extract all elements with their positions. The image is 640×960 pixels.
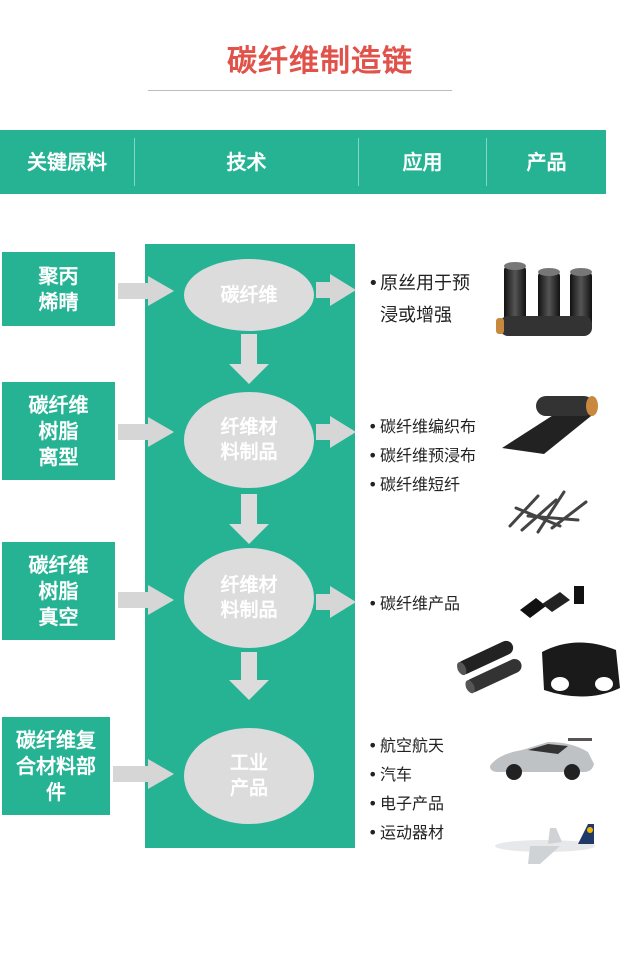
application-item: 电子产品 [380,794,445,813]
arrow-right-icon [113,759,174,789]
arrow-down-icon [229,652,269,700]
sports-car-image [490,738,594,780]
chopped-fiber-image [508,490,588,534]
application-item: 碳纤维编织布 [380,417,477,436]
tech-node: 纤维材 料制品 [184,548,314,648]
title-divider [148,90,452,91]
arrow-down-icon [229,494,269,544]
header-divider [486,138,487,186]
tech-node: 纤维材 料制品 [184,392,314,488]
application-item: 航空航天 [380,736,445,755]
arrow-right-icon [316,586,356,618]
application-item: 运动器材 [380,823,445,842]
application-list: •碳纤维编织布 •碳纤维预浸布 •碳纤维短纤 [368,412,476,499]
header-product: 产品 [526,150,567,174]
application-list: •碳纤维产品 [368,589,460,618]
application-item: 碳纤维预浸布 [380,446,477,465]
carbon-fabric-roll-image [502,396,598,454]
application-item: 浸或增强 [380,305,452,326]
car-hood-image [542,642,620,697]
carbon-tubes-image [457,640,522,694]
application-list: •原丝用于预 浸或增强 [368,268,470,332]
carbon-parts-image [520,586,584,618]
application-list: •航空航天 •汽车 •电子产品 •运动器材 [368,731,444,847]
arrow-right-icon [118,585,174,615]
page-title: 碳纤维制造链 [227,44,413,79]
tech-node: 碳纤维 [184,259,314,331]
application-item: 碳纤维产品 [380,594,461,613]
airplane-image [495,824,595,864]
material-box: 碳纤维 树脂 真空 [2,542,115,640]
application-item: 碳纤维短纤 [380,475,461,494]
arrow-right-icon [118,276,174,306]
arrow-right-icon [316,274,356,306]
arrow-right-icon [118,417,174,447]
header-divider [134,138,135,186]
header-technology: 技术 [226,150,267,174]
arrow-right-icon [316,416,356,448]
header-key-materials: 关键原料 [27,150,107,174]
material-box: 碳纤维 树脂 离型 [2,382,115,480]
tech-node: 工业 产品 [184,728,314,824]
header-divider [358,138,359,186]
material-box: 碳纤维复 合材料部 件 [2,717,110,815]
header-bar [0,130,606,194]
header-application: 应用 [402,150,443,174]
carbon-fiber-spools-image [496,262,592,336]
arrow-down-icon [229,334,269,384]
material-box: 聚丙 烯晴 [2,252,115,326]
application-item: 汽车 [380,765,413,784]
application-item: 原丝用于预 [380,273,470,294]
